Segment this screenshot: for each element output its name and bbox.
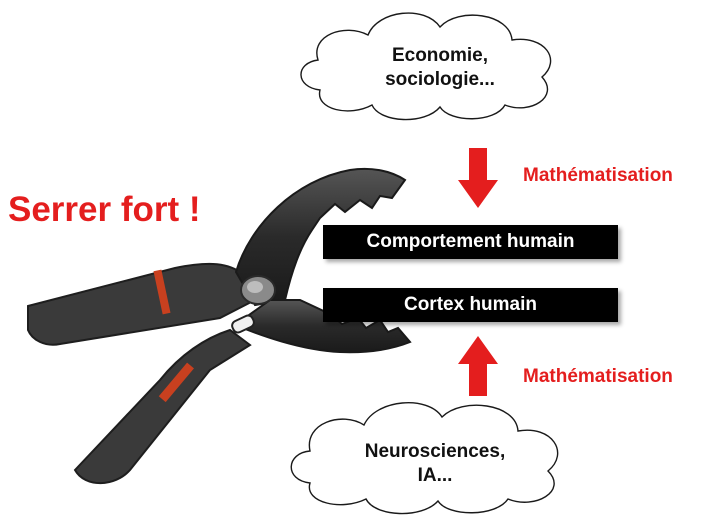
cloud-shape (300, 12, 552, 121)
cloud-shape (290, 402, 559, 515)
bottom-cloud-line2: IA... (417, 465, 453, 486)
upper-box: Comportement humain (323, 225, 618, 259)
down-arrow-icon (458, 148, 498, 208)
bottom-cloud-line1: Neurosciences, (364, 441, 506, 462)
bottom-cloud-text: Neurosciences, IA... (360, 440, 510, 488)
top-cloud-text: Economie, sociologie... (380, 44, 500, 92)
headline: Serrer fort ! (8, 190, 201, 229)
bottom-arrow-label: Mathématisation (523, 366, 673, 387)
lower-box-label: Cortex humain (403, 294, 538, 315)
top-cloud-line2: sociologie... (385, 69, 495, 90)
top-cloud-line1: Economie, (391, 45, 489, 66)
upper-box-label: Comportement humain (366, 231, 575, 252)
up-arrow-icon (458, 336, 498, 396)
top-arrow-label: Mathématisation (523, 165, 673, 186)
lower-box: Cortex humain (323, 288, 618, 322)
